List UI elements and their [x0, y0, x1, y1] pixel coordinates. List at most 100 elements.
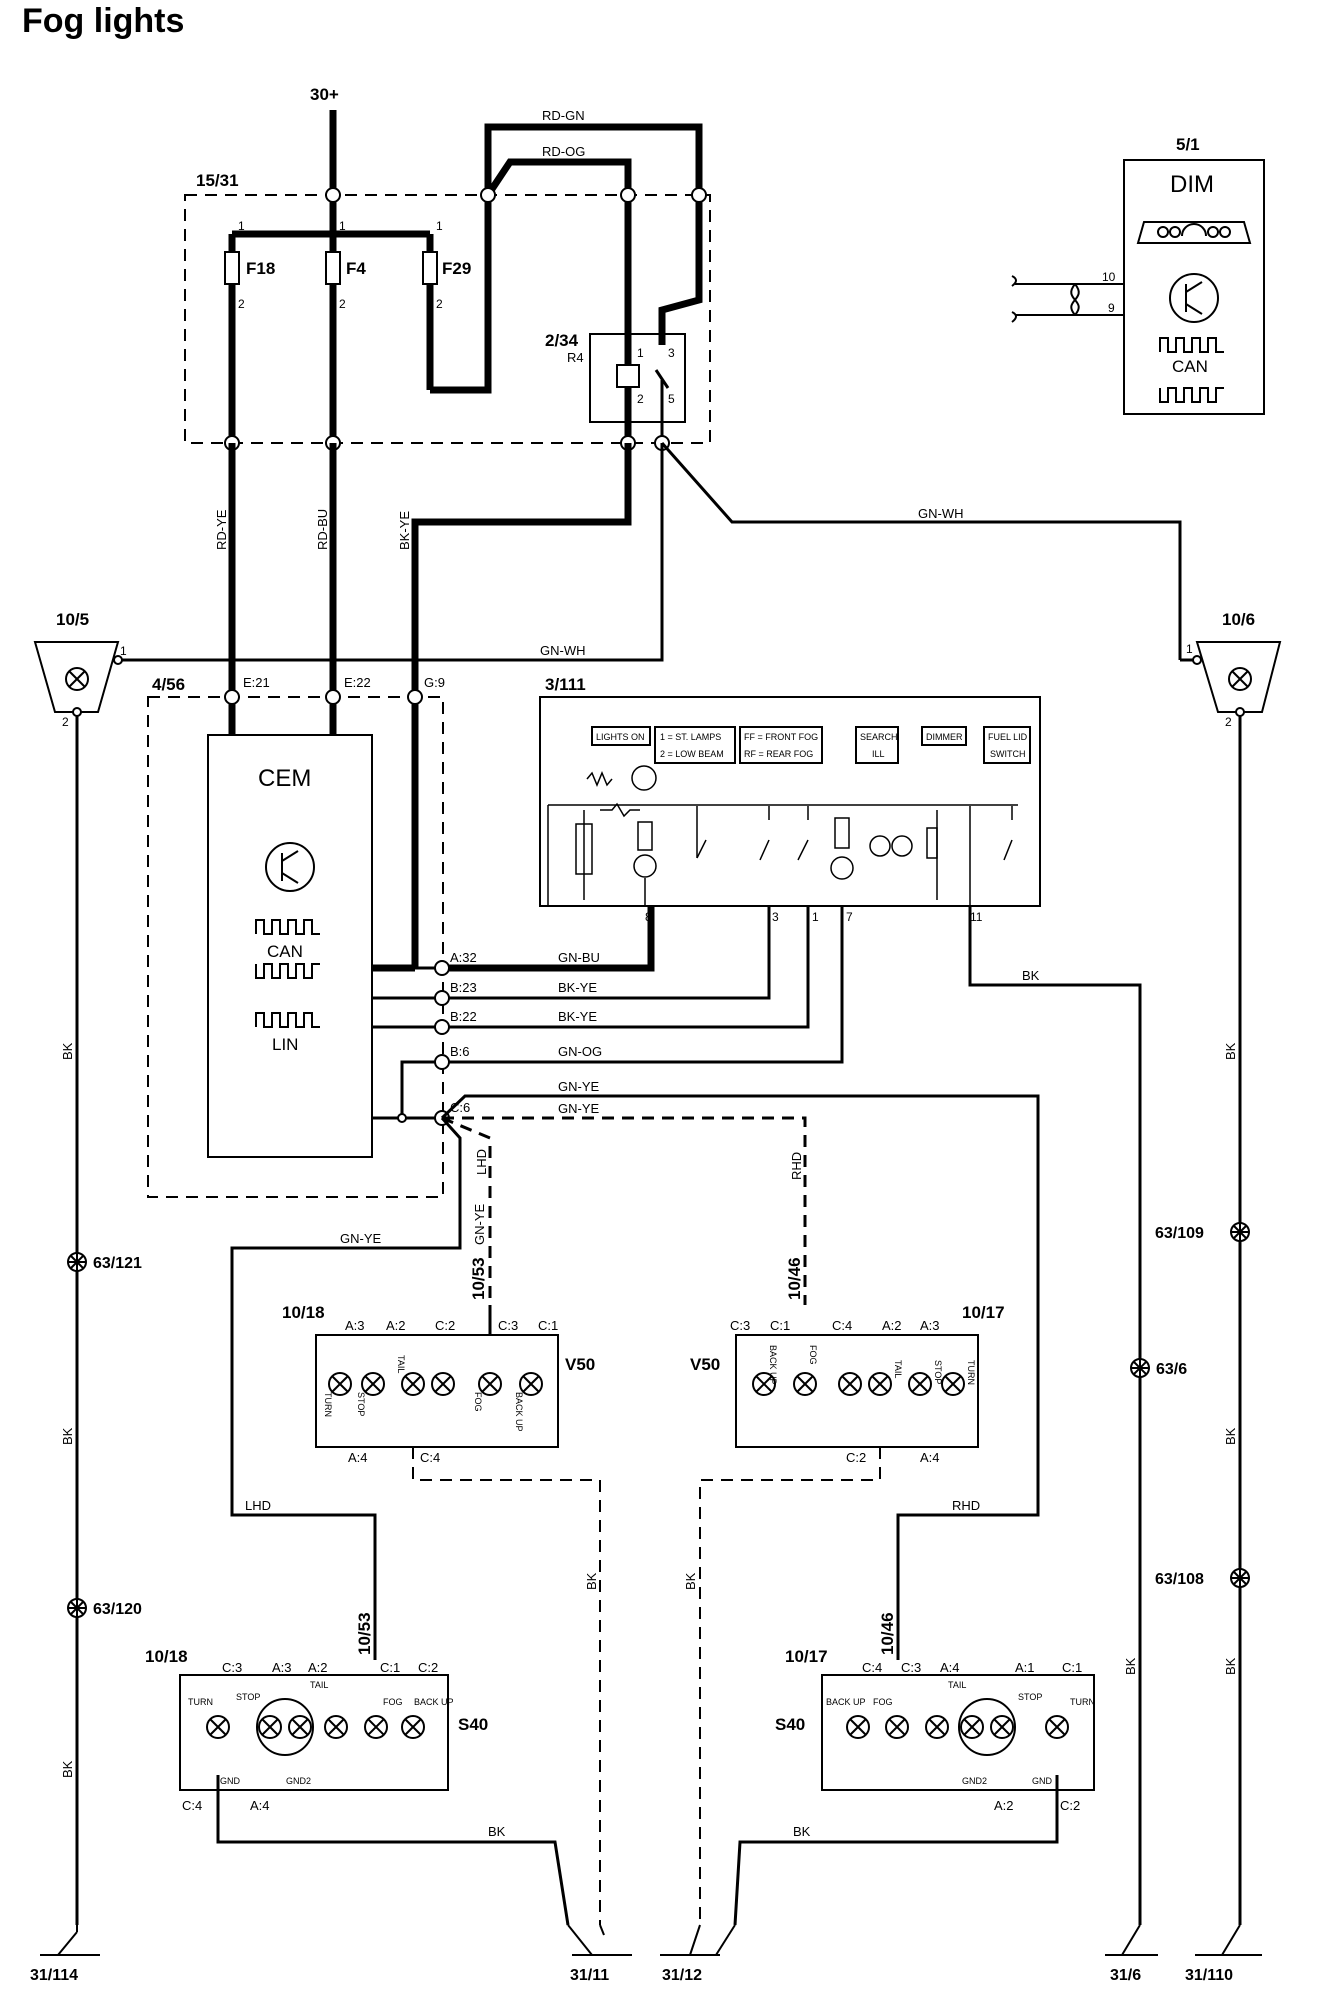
- svg-text:DIMMER: DIMMER: [926, 732, 963, 742]
- label-gn-ye-lower: GN-YE: [558, 1101, 600, 1116]
- ground-point-63-121: [67, 1252, 87, 1272]
- svg-text:C:3: C:3: [901, 1660, 921, 1675]
- svg-text:TAIL: TAIL: [396, 1355, 406, 1373]
- wire-rd-og: [485, 158, 632, 197]
- svg-text:FF = FRONT FOG: FF = FRONT FOG: [744, 732, 818, 742]
- wire-s40-left-ground: [216, 1775, 570, 1926]
- label-gn-ye-upper: GN-YE: [558, 1079, 600, 1094]
- ground-point-63-108: [1230, 1568, 1250, 1588]
- svg-text:TAIL: TAIL: [310, 1680, 328, 1690]
- cem-pin-e21: E:21: [243, 675, 270, 690]
- s40-right-pins: C:4 C:3 A:4 A:1 C:1 A:2 C:2 GND2 GND: [862, 1660, 1082, 1813]
- label-gn-og: GN-OG: [558, 1044, 602, 1059]
- dim-can-label: CAN: [1172, 357, 1208, 376]
- svg-text:10: 10: [1102, 270, 1116, 284]
- v50-left-pins: A:3 A:2 C:2 C:3 C:1 A:4 C:4: [345, 1318, 558, 1465]
- label-gn-bu: GN-BU: [558, 950, 600, 965]
- v50-right-lamp-labels: BACK UP FOG TAIL STOP TURN: [768, 1345, 976, 1385]
- svg-text:C:4: C:4: [862, 1660, 882, 1675]
- label-bk-switch: BK: [1022, 968, 1040, 983]
- svg-text:LIGHTS ON: LIGHTS ON: [596, 732, 645, 742]
- label-bk-ye: BK-YE: [397, 511, 412, 550]
- svg-text:C:2: C:2: [418, 1660, 438, 1675]
- v50-right-box: [735, 1334, 979, 1448]
- svg-text:5: 5: [668, 392, 675, 406]
- svg-text:3: 3: [668, 346, 675, 360]
- wire-bk-ye-b22: [372, 906, 810, 1029]
- svg-text:11: 11: [970, 910, 983, 924]
- fusebox-outline: [184, 194, 711, 444]
- svg-text:FOG: FOG: [473, 1392, 483, 1412]
- label-lhd-v50: LHD: [474, 1149, 489, 1175]
- v50-left-connector: 10/53: [469, 1257, 488, 1300]
- dim-name: DIM: [1170, 171, 1214, 198]
- svg-text:A:4: A:4: [920, 1450, 940, 1465]
- svg-text:SEARCH: SEARCH: [860, 732, 898, 742]
- s40-left-connector: 10/53: [355, 1612, 374, 1655]
- svg-text:31/6: 31/6: [1110, 1967, 1141, 1984]
- s40-right-variant: S40: [775, 1715, 805, 1734]
- label-rhd-v50: RHD: [789, 1152, 804, 1180]
- label-bk-right-1: BK: [1223, 1042, 1238, 1060]
- wire-s40-right-ground: [733, 1775, 1059, 1926]
- cem-id: 4/56: [152, 675, 185, 694]
- label-bk-v50-left: BK: [584, 1572, 599, 1590]
- wire-gn-ye-v50-lhd: [441, 1116, 492, 1305]
- wire-gn-bu: [442, 906, 655, 972]
- svg-text:63/6: 63/6: [1156, 1361, 1187, 1378]
- svg-text:TAIL: TAIL: [893, 1360, 903, 1378]
- v50-right-variant: V50: [690, 1355, 720, 1374]
- svg-text:A:4: A:4: [940, 1660, 960, 1675]
- svg-text:TURN: TURN: [323, 1392, 333, 1417]
- cem-name: CEM: [258, 765, 311, 792]
- ground-terminal-31-110: 31/110: [1185, 1924, 1262, 1984]
- svg-text:C:1: C:1: [380, 1660, 400, 1675]
- svg-text:STOP: STOP: [933, 1360, 943, 1384]
- s40-right-box: [821, 1674, 1095, 1791]
- wire-bk-ye: [411, 443, 632, 968]
- supply-label: 30+: [310, 85, 339, 104]
- svg-text:TAIL: TAIL: [948, 1680, 966, 1690]
- fusebox-nodes: [224, 187, 707, 451]
- wire-gn-wh-right: [660, 442, 1182, 660]
- svg-text:FUEL LID: FUEL LID: [988, 732, 1028, 742]
- s40-left-box: [179, 1674, 449, 1791]
- fuse-label-f4: F4: [346, 259, 366, 278]
- svg-text:7: 7: [846, 910, 853, 924]
- label-rhd-s40: RHD: [952, 1498, 980, 1513]
- switch-module-internals: [547, 765, 1018, 906]
- wire-rd-gn: [430, 123, 703, 394]
- svg-text:RF = REAR FOG: RF = REAR FOG: [744, 749, 813, 759]
- svg-text:GND: GND: [1032, 1776, 1053, 1786]
- dim-can-wires: [1011, 275, 1124, 323]
- svg-text:2: 2: [339, 297, 346, 311]
- svg-text:1: 1: [637, 346, 644, 360]
- s40-right-id: 10/17: [785, 1647, 828, 1666]
- cem-lin-label: LIN: [272, 1035, 298, 1054]
- cem-transistor-icon: [265, 842, 315, 892]
- v50-right-pins: C:3 C:1 C:4 A:2 A:3 C:2 A:4: [730, 1318, 940, 1465]
- wire-v50-right-ground: [699, 1447, 881, 1925]
- relay-id: 2/34: [545, 331, 579, 350]
- cem-pin-b6: B:6: [450, 1044, 470, 1059]
- svg-text:C:4: C:4: [420, 1450, 440, 1465]
- label-bk-switch-vertical: BK: [1123, 1657, 1138, 1675]
- label-bk-left-3: BK: [60, 1760, 75, 1778]
- svg-text:TURN: TURN: [1070, 1697, 1095, 1707]
- svg-text:A:2: A:2: [386, 1318, 406, 1333]
- svg-text:C:3: C:3: [498, 1318, 518, 1333]
- svg-text:31/110: 31/110: [1185, 1967, 1233, 1984]
- wire-gn-ye-lhd: [230, 1116, 462, 1660]
- relay-box: [589, 333, 686, 423]
- svg-text:2: 2: [637, 392, 644, 406]
- svg-text:C:1: C:1: [1062, 1660, 1082, 1675]
- svg-text:1: 1: [1186, 642, 1193, 656]
- label-gn-wh-right: GN-WH: [918, 506, 964, 521]
- svg-text:TURN: TURN: [966, 1360, 976, 1385]
- svg-text:A:4: A:4: [348, 1450, 368, 1465]
- svg-text:ILL: ILL: [872, 749, 885, 759]
- label-bk-ye-b23: BK-YE: [558, 980, 597, 995]
- svg-text:1: 1: [238, 219, 245, 233]
- svg-text:A:3: A:3: [920, 1318, 940, 1333]
- wire-bk-switch-ground: [968, 906, 1142, 1925]
